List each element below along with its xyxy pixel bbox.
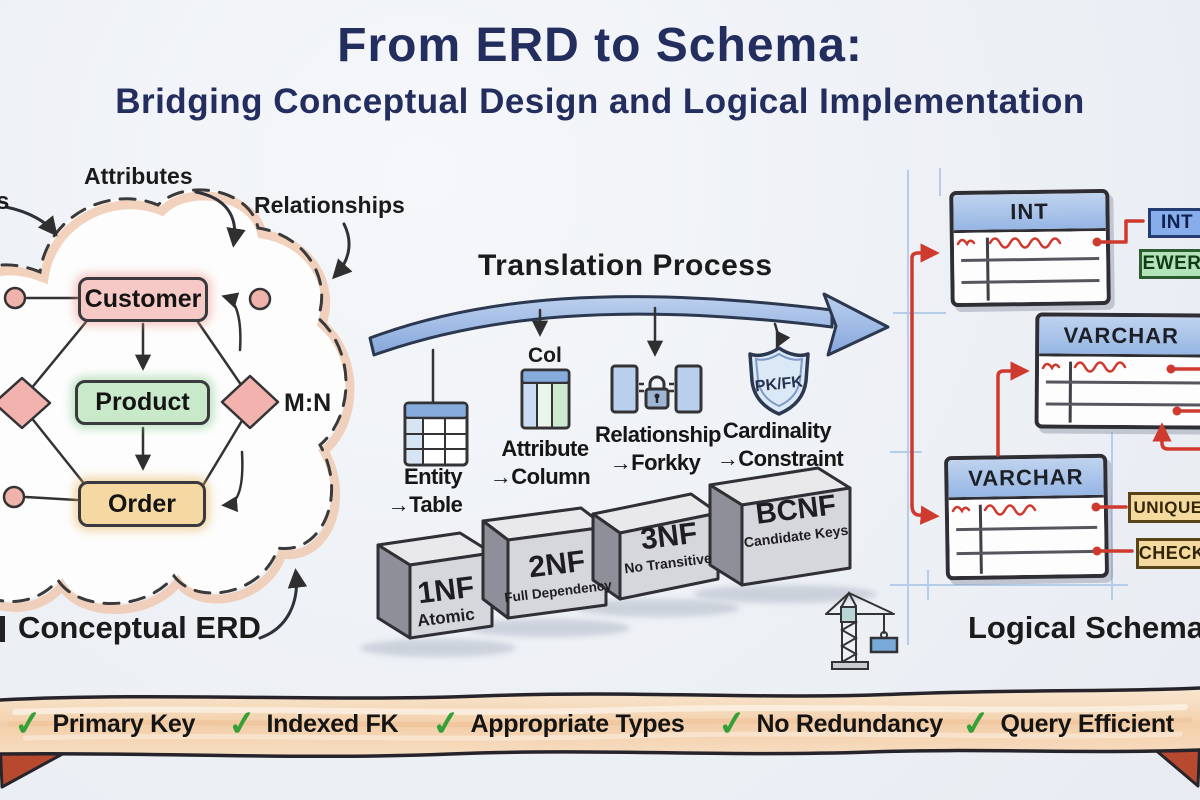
attribute-dot [248,287,272,311]
checklist-item-no-redundancy: ✓ No Redundancy [716,702,944,746]
checklist-label: Appropriate Types [470,709,685,738]
mapping-attribute-line1: Attribute [501,436,589,461]
entity-product: Product [75,380,210,425]
ribbon-banner [0,686,1200,789]
mapping-cardinality-line1: Cardinality [722,418,832,443]
checklist-label: Primary Key [52,709,196,738]
schema-table-varchar-1-header: VARCHAR [1039,316,1200,358]
left-edge-mark [0,616,5,642]
relationships-label: Relationships [254,192,405,218]
schema-table-varchar-1: VARCHAR [1034,312,1200,430]
check-icon: ✓ [226,703,259,745]
relationship-diamond [220,374,280,430]
mapping-entity-line2: →Table [387,492,463,517]
checklist-label: Query Efficient [1000,709,1175,738]
erd-attribute-dots [2,286,272,509]
entity-order: Order [78,481,206,527]
mapping-entity-line1: Entity [403,464,463,489]
col-note: Col [528,344,562,367]
logical-schema-label: Logical Schema [968,610,1200,645]
page-title: From ERD to Schema: [337,19,863,72]
attribute-dot [3,286,27,310]
cardinality-label: M:N [284,389,332,417]
schema-table-int: INT [949,188,1111,308]
cube-1nf [376,531,494,640]
foreign-key-icon [610,364,703,414]
page-subtitle: Bridging Conceptual Design and Logical I… [115,82,1085,121]
annotation-arrows [4,190,353,640]
schema-table-varchar-2-header: VARCHAR [948,457,1104,501]
cube-3nf [591,492,720,601]
badge-unique: UNIQUE [1128,492,1200,523]
conceptual-erd-label: Conceptual ERD [18,610,261,645]
mapping-attribute-line2: →Column [489,464,591,489]
mapping-relationship-line1: Relationship [594,422,722,447]
table-icon [403,401,469,467]
mapping-relationship-line2: →Forkky [609,450,701,475]
badge-ewer: EWER [1139,249,1200,279]
checklist-label: Indexed FK [266,709,399,738]
checklist-item-indexed-fk: ✓ Indexed FK [226,702,399,746]
check-icon: ✓ [960,703,993,745]
relationship-diamond [0,376,52,430]
check-icon: ✓ [12,703,45,745]
shield-icon [748,346,810,416]
translation-arrow [368,292,890,357]
badge-int: INT [1148,208,1200,238]
normalization-cubes [360,466,877,657]
blueprint-guides [890,168,1128,645]
mapping-cardinality-line2: →Constraint [716,446,844,471]
attribute-dot [2,485,26,509]
column-icon [520,368,571,430]
attributes-label: Attributes [84,163,193,189]
cube-2nf [481,506,608,620]
schema-table-varchar-2: VARCHAR [944,453,1109,581]
check-icon: ✓ [430,703,463,745]
badge-check: CHECK [1136,538,1200,569]
checklist-item-appropriate-types: ✓ Appropriate Types [430,702,685,746]
crane-icon [825,590,899,670]
checklist-item-primary-key: ✓ Primary Key [12,702,196,746]
cube-bcnf [708,466,852,587]
erd-relationship-diamonds [0,374,280,430]
drop-arrows [424,306,791,421]
check-icon: ✓ [716,703,749,745]
schema-table-int-header: INT [953,192,1106,234]
checklist-item-query-efficient: ✓ Query Efficient [960,702,1175,746]
entity-customer: Customer [78,277,208,322]
edge-fragment: s [0,188,10,215]
erd-connectors [24,292,248,513]
checklist-label: No Redundancy [756,709,944,738]
translation-heading: Translation Process [478,249,773,282]
